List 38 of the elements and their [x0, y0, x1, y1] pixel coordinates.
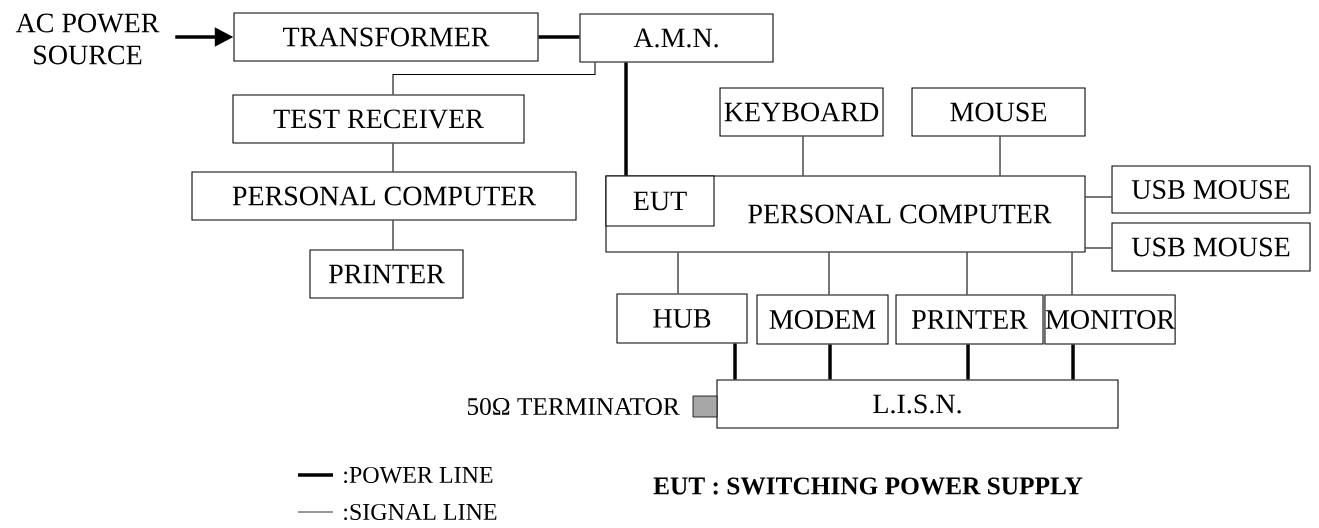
power-line — [828, 344, 832, 380]
signal-line — [392, 220, 394, 250]
terminator-label: 50Ω TERMINATOR — [467, 397, 680, 416]
transformer-box: TRANSFORMER — [233, 12, 539, 62]
signal-line — [828, 252, 830, 295]
printer-box: PRINTER — [895, 294, 1044, 345]
mouse-box: MOUSE — [911, 87, 1086, 137]
power-line — [624, 62, 628, 176]
signal-line — [392, 143, 394, 172]
terminator-block — [692, 395, 718, 418]
computer-box: PERSONAL COMPUTER — [191, 171, 577, 221]
receiver-box: TEST RECEIVER — [232, 94, 525, 144]
amn-box: A.M.N. — [579, 13, 774, 63]
signal-line — [1085, 196, 1112, 198]
lisn-box: L.I.S.N. — [716, 379, 1119, 429]
power-line — [966, 344, 970, 380]
keyboard-box: KEYBOARD — [719, 87, 884, 137]
power-line — [538, 35, 580, 39]
signal-line — [1071, 252, 1073, 295]
signal-line — [999, 136, 1001, 176]
signal-line — [966, 252, 968, 295]
signal-line — [677, 252, 679, 294]
usb-mouse-box: USB MOUSE — [1111, 165, 1311, 214]
source-label: AC POWER SOURCE — [15, 13, 160, 65]
note-text: EUT : SWITCHING POWER SUPPLY — [653, 477, 1083, 495]
legend-text: :POWER LINE — [344, 466, 493, 484]
legend-text: :SIGNAL LINE — [344, 503, 497, 521]
signal-line — [392, 62, 596, 95]
signal-line — [802, 136, 804, 176]
monitor-box: MONITOR — [1044, 294, 1176, 345]
power-line — [1071, 344, 1075, 380]
usb-mouse-box: USB MOUSE — [1111, 222, 1311, 272]
modem-box: MODEM — [756, 294, 889, 345]
printer-box: PRINTER — [309, 249, 464, 299]
power-line — [733, 343, 737, 380]
signal-line — [1085, 247, 1112, 249]
eut-box: EUT — [605, 175, 715, 227]
hub-box: HUB — [616, 293, 748, 344]
